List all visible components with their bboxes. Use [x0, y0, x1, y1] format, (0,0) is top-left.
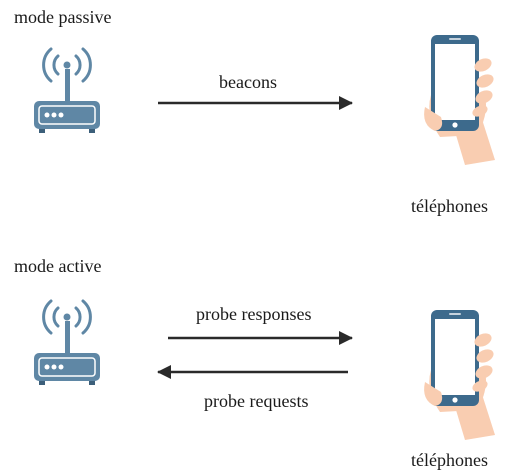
phone-label-active: téléphones [411, 450, 488, 470]
active-mode-title: mode active [14, 256, 102, 276]
router-icon-passive [32, 47, 102, 135]
beacons-label: beacons [219, 72, 277, 92]
phone-label-passive: téléphones [411, 196, 488, 216]
probe-responses-label: probe responses [196, 304, 312, 324]
probe-requests-label: probe requests [204, 391, 309, 411]
phone-icon-active [424, 310, 496, 440]
passive-mode-title: mode passive [14, 7, 112, 27]
router-icon-active [32, 299, 102, 387]
phone-icon-passive [424, 35, 496, 165]
